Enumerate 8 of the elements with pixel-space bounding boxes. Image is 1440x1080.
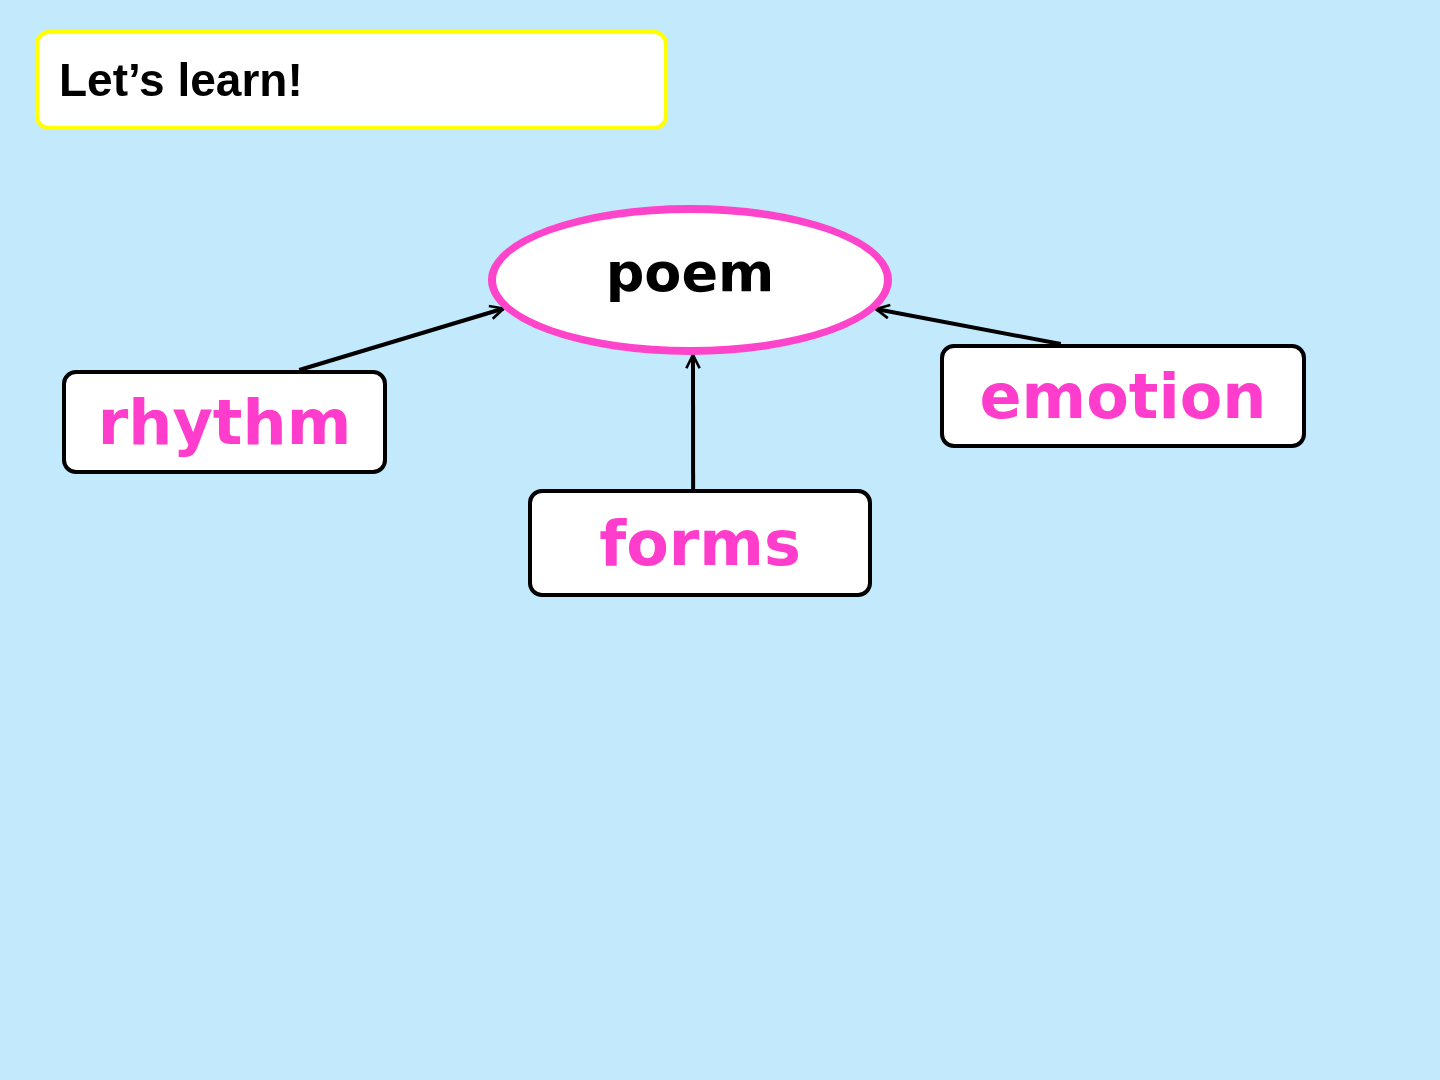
arrow (685, 353, 701, 489)
heading-box: Let’s learn! (35, 30, 668, 130)
topic-ellipse: poem (488, 205, 892, 355)
arrow (298, 304, 505, 372)
term-box: forms (528, 489, 872, 597)
term-box: emotion (940, 344, 1306, 448)
term-box: rhythm (62, 370, 387, 474)
arrow (874, 303, 1062, 346)
